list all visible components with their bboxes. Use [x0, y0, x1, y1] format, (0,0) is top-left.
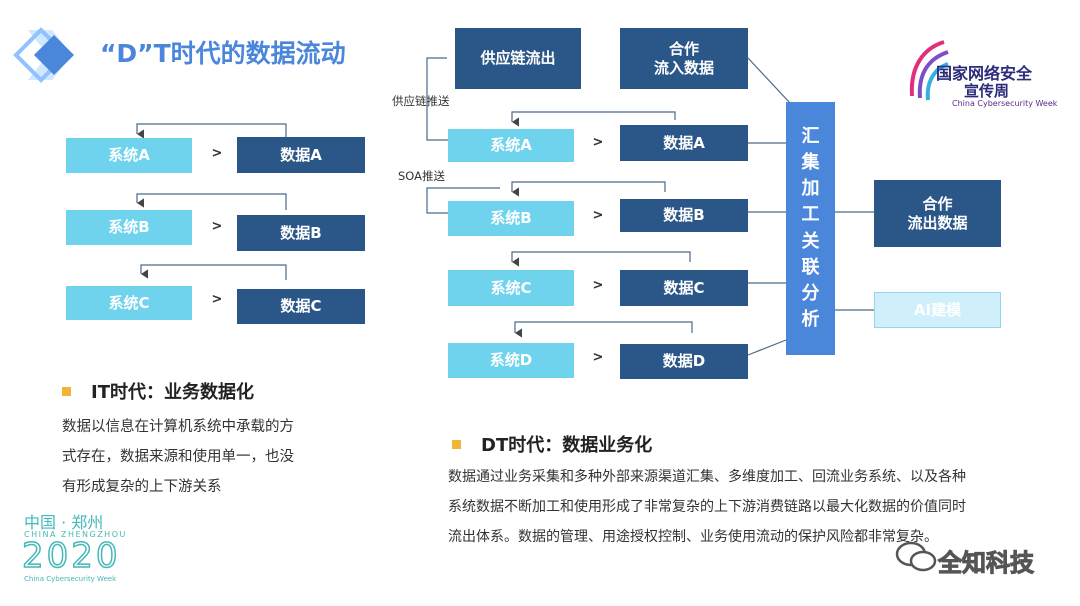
dt-system-d: 系统D — [448, 343, 574, 378]
dt-data-d: 数据D — [620, 344, 748, 379]
it-desc-line: 数据以信息在计算机系统中承载的方 — [62, 419, 294, 435]
cybersecurity-week-logo-icon — [909, 40, 949, 101]
dt-arrow-b: > — [592, 208, 604, 223]
logo-subtitle: China Cybersecurity Week — [952, 99, 1058, 108]
supply-chain-push-label: 供应链推送 — [392, 94, 450, 108]
event-logo-line1: 中国 · 郑州 — [24, 513, 104, 532]
it-arrow-b: > — [211, 219, 223, 234]
event-logo-year: 2020 — [21, 535, 121, 577]
it-system-c: 系统C — [66, 286, 192, 320]
dt-arrow-c: > — [592, 278, 604, 293]
dt-data-b: 数据B — [620, 199, 748, 232]
dt-heading: DT时代：数据业务化 — [452, 431, 652, 457]
wechat-icon — [895, 541, 937, 572]
it-system-a: 系统A — [66, 138, 192, 173]
watermark-brand: 全知科技 — [938, 549, 1035, 578]
dt-data-c: 数据C — [620, 270, 748, 306]
dt-system-a: 系统A — [448, 129, 574, 162]
dt-heading-text: DT时代：数据业务化 — [481, 435, 653, 456]
it-heading: IT时代：业务数据化 — [62, 378, 254, 404]
it-desc-line: 有形成复杂的上下游关系 — [62, 479, 222, 495]
dt-system-b: 系统B — [448, 201, 574, 236]
dt-arrow-a: > — [592, 135, 604, 150]
page-title: “D”T时代的数据流动 — [100, 39, 346, 68]
it-desc-line: 式存在，数据来源和使用单一，也没 — [62, 449, 294, 465]
bullet-square-icon — [452, 439, 461, 449]
it-heading-text: IT时代：业务数据化 — [91, 382, 254, 403]
dt-partner-data-in: 合作 流入数据 — [620, 28, 748, 89]
dt-desc-line: 流出体系。数据的管理、用途授权控制、业务使用流动的保护风险都非常复杂。 — [448, 529, 938, 545]
logo-line1: 国家网络安全 — [936, 64, 1033, 83]
dt-supply-chain-out: 供应链流出 — [455, 28, 581, 89]
dt-desc-line: 数据通过业务采集和多种外部来源渠道汇集、多维度加工、回流业务系统、以及各种 — [448, 469, 966, 485]
it-system-b: 系统B — [66, 210, 192, 245]
it-data-a: 数据A — [237, 137, 365, 173]
it-arrow-c: > — [211, 292, 223, 307]
event-logo-subtitle: China Cybersecurity Week — [24, 575, 117, 583]
dt-system-c: 系统C — [448, 270, 574, 306]
logo-line2: 宣传周 — [964, 82, 1010, 100]
it-data-c: 数据C — [237, 289, 365, 324]
dt-data-a: 数据A — [620, 125, 748, 161]
it-data-b: 数据B — [237, 215, 365, 251]
title-diamond-icon — [13, 27, 74, 83]
it-arrow-a: > — [211, 146, 223, 161]
dt-ai-modeling: AI建模 — [874, 292, 1001, 328]
dt-arrow-d: > — [592, 350, 604, 365]
dt-partner-data-out: 合作 流出数据 — [874, 180, 1001, 247]
dt-desc-line: 系统数据不断加工和使用形成了非常复杂的上下游消费链路以最大化数据的价值同时 — [448, 499, 966, 515]
dt-description: 数据通过业务采集和多种外部来源渠道汇集、多维度加工、回流业务系统、以及各种 系统… — [448, 462, 1068, 552]
event-logo-line2: CHINA ZHENGZHOU — [24, 530, 127, 539]
it-description: 数据以信息在计算机系统中承载的方 式存在，数据来源和使用单一，也没 有形成复杂的… — [62, 412, 352, 502]
bullet-square-icon — [62, 386, 71, 396]
dt-aggregation-hub: 汇 集 加 工 关 联 分 析 — [786, 102, 835, 355]
soa-push-label: SOA推送 — [398, 169, 446, 183]
